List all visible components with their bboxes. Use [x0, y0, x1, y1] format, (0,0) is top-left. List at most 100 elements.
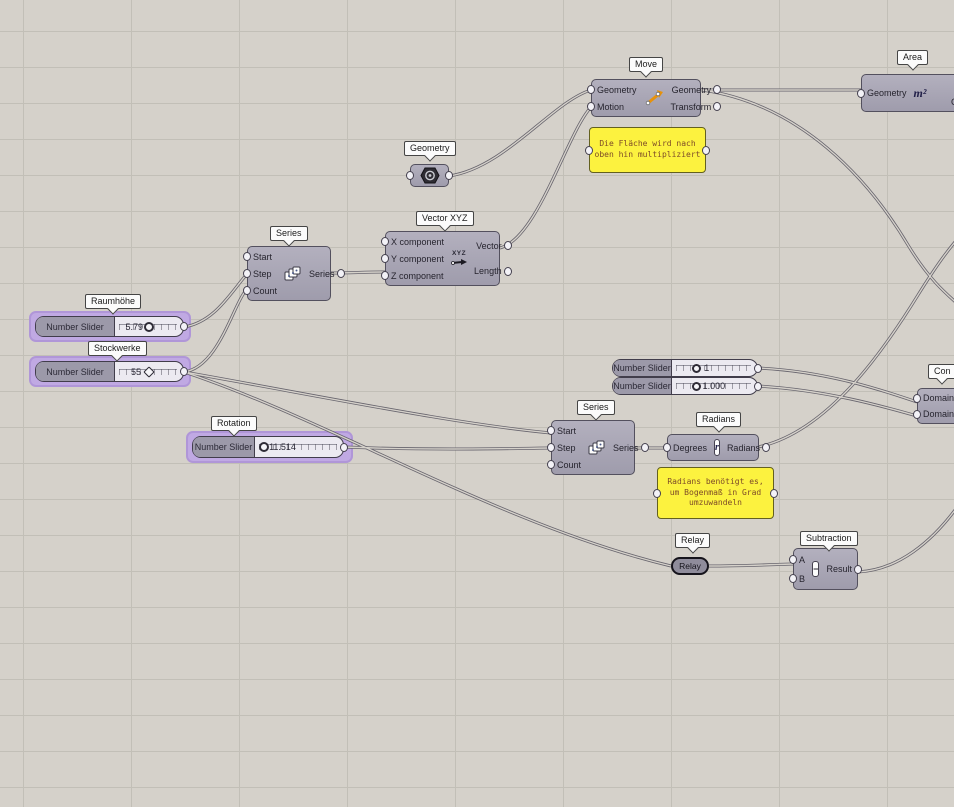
subtraction-output-label: Result: [826, 564, 852, 574]
series-b-out-port[interactable]: [640, 443, 649, 452]
slider-name: Number Slider: [36, 317, 115, 336]
slider-out-port[interactable]: [340, 442, 348, 452]
series-a-start-port[interactable]: [243, 252, 251, 261]
series-input-label: Step: [253, 268, 272, 279]
domain-input-label: Domain: [923, 409, 954, 419]
slider-track[interactable]: 55: [115, 362, 183, 381]
slider-value: 55: [130, 366, 141, 377]
series-input-label: Count: [557, 459, 582, 470]
slider-value: 1: [704, 363, 710, 373]
slider-out-port[interactable]: [180, 322, 188, 331]
area-geometry-in-port[interactable]: [857, 88, 865, 98]
series-b-count-port[interactable]: [547, 460, 555, 469]
slider-knob[interactable]: [692, 363, 702, 373]
vxyz-z-port[interactable]: [381, 271, 389, 280]
radians-input-label: Degrees: [673, 442, 708, 453]
series-b-start-port[interactable]: [547, 426, 555, 435]
number-slider-one[interactable]: Number Slider 1: [612, 359, 762, 377]
number-slider-thousand[interactable]: Number Slider 1.000: [612, 377, 762, 395]
component-series-b[interactable]: Start Step Count Series: [547, 420, 649, 475]
series-input-label: Step: [557, 442, 576, 453]
vxyz-input-label: Y component: [391, 253, 444, 264]
vxyz-x-port[interactable]: [381, 237, 389, 246]
slider-ticks: [676, 365, 751, 371]
radians-out-port[interactable]: [761, 443, 770, 452]
component-geometry-param[interactable]: [406, 164, 453, 187]
series-a-count-port[interactable]: [243, 286, 251, 295]
move-motion-in-port[interactable]: [587, 102, 595, 111]
tag-relay: Relay: [675, 533, 711, 548]
component-series-a[interactable]: Start Step Count Series: [243, 246, 345, 301]
vxyz-output-label: Vector: [476, 240, 502, 251]
move-output-label: Transform: [670, 101, 712, 112]
tag-move: Move: [629, 57, 664, 72]
slider-name: Number Slider: [613, 378, 672, 394]
panel-in-port[interactable]: [653, 488, 661, 498]
slider-track[interactable]: 1.000: [672, 378, 757, 394]
slider-knob[interactable]: [258, 442, 269, 452]
number-slider-raumhoehe[interactable]: Number Slider 5.79: [35, 316, 188, 337]
note-panel-multiply[interactable]: Die Fläche wird nach oben hin multiplizi…: [585, 127, 710, 173]
radians-output-label: Radians: [726, 442, 760, 453]
number-slider-stockwerke[interactable]: Number Slider 55: [35, 361, 188, 382]
area-m2-icon: m²: [913, 85, 927, 100]
component-relay[interactable]: Relay: [671, 557, 709, 575]
slider-knob[interactable]: [691, 381, 701, 391]
slider-knob[interactable]: [144, 321, 155, 332]
move-transform-out-port[interactable]: [713, 102, 722, 111]
radians-degrees-port[interactable]: [663, 443, 671, 452]
series-b-step-port[interactable]: [547, 443, 555, 452]
panel-in-port[interactable]: [585, 145, 593, 155]
slider-track[interactable]: 11.514: [255, 437, 343, 457]
geometry-out-port[interactable]: [445, 171, 453, 180]
panel-text: Radians benötigt es, um Bogenmaß in Grad…: [667, 476, 764, 508]
slider-name: Number Slider: [193, 437, 255, 457]
note-panel-radians[interactable]: Radians benötigt es, um Bogenmaß in Grad…: [653, 467, 778, 519]
tag-vector-xyz: Vector XYZ: [416, 211, 474, 226]
move-input-label: Geometry: [597, 84, 637, 95]
slider-name: Number Slider: [36, 362, 115, 381]
series-cards-icon: [588, 440, 606, 456]
slider-out-port[interactable]: [754, 363, 762, 373]
move-geometry-out-port[interactable]: [713, 85, 722, 94]
component-subtraction[interactable]: A B − Result: [789, 548, 862, 590]
tag-series-b: Series: [577, 400, 615, 415]
component-area[interactable]: Geometry m² Area Centroid: [857, 74, 954, 112]
vxyz-vector-port[interactable]: [503, 241, 512, 251]
slider-track[interactable]: 5.79: [115, 317, 183, 336]
panel-out-port[interactable]: [770, 488, 778, 498]
tag-construct-domain: Con: [928, 364, 954, 379]
series-input-label: Start: [253, 251, 273, 262]
component-vector-xyz[interactable]: X component Y component Z component XYZ …: [381, 231, 512, 286]
number-slider-rotation[interactable]: Number Slider 11.514: [192, 436, 348, 458]
subtraction-result-port[interactable]: [854, 564, 862, 574]
minus-icon: −: [812, 561, 820, 577]
area-output-label: Centroid: [951, 97, 954, 107]
series-a-out-port[interactable]: [336, 269, 345, 278]
series-a-step-port[interactable]: [243, 269, 251, 278]
radians-icon: r: [714, 439, 720, 456]
move-geometry-in-port[interactable]: [587, 85, 595, 94]
relay-label: Relay: [679, 561, 701, 571]
domain-end-port[interactable]: [913, 409, 921, 419]
component-move[interactable]: Geometry Motion Geometry Transform: [587, 79, 722, 117]
slider-out-port[interactable]: [754, 381, 762, 391]
panel-out-port[interactable]: [702, 145, 710, 155]
component-radians[interactable]: Degrees r Radians: [663, 434, 770, 461]
slider-ticks: [259, 444, 337, 450]
vxyz-length-port[interactable]: [503, 266, 512, 276]
component-construct-domain[interactable]: Domain Domain: [913, 388, 954, 424]
slider-out-port[interactable]: [180, 367, 188, 376]
domain-start-port[interactable]: [913, 393, 921, 403]
domain-input-label: Domain: [923, 393, 954, 403]
geometry-in-port[interactable]: [406, 171, 414, 180]
move-input-label: Motion: [597, 101, 625, 112]
subtraction-b-port[interactable]: [789, 574, 797, 583]
geometry-hexagon-icon: [419, 167, 440, 184]
vxyz-y-port[interactable]: [381, 254, 389, 263]
slider-track[interactable]: 1: [672, 360, 757, 376]
tag-radians: Radians: [696, 412, 742, 427]
subtraction-a-port[interactable]: [789, 555, 797, 564]
